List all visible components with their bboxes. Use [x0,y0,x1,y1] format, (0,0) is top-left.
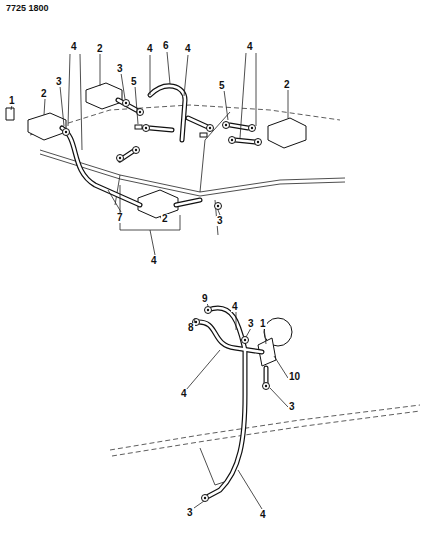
callout-number: 2 [161,214,169,224]
callout-number: 3 [186,508,194,518]
callout-number: 3 [288,402,296,412]
callout-number: 10 [288,372,301,382]
callout-number: 8 [187,323,195,333]
callout-number: 4 [180,389,188,399]
callout-number: 9 [201,294,209,304]
callout-number: 2 [283,80,291,90]
callout-number: 6 [162,41,170,51]
callout-number: 4 [70,42,78,52]
callout-number: 3 [116,64,124,74]
callout-number: 1 [8,96,16,106]
figure-number: 7725 1800 [5,4,50,13]
callout-number: 2 [40,89,48,99]
callout-number: 4 [146,44,154,54]
callout-number: 3 [55,77,63,87]
callout-number: 4 [246,42,254,52]
callout-number: 4 [184,44,192,54]
callout-number: 5 [218,81,226,91]
callout-number: 1 [259,319,267,329]
callout-number: 4 [150,256,158,266]
callout-number: 4 [259,510,267,520]
callout-number: 3 [216,216,224,226]
callout-number: 5 [130,77,138,87]
callout-number: 2 [96,44,104,54]
callout-number: 3 [247,319,255,329]
callout-number: 4 [231,302,239,312]
callout-number: 7 [116,213,124,223]
